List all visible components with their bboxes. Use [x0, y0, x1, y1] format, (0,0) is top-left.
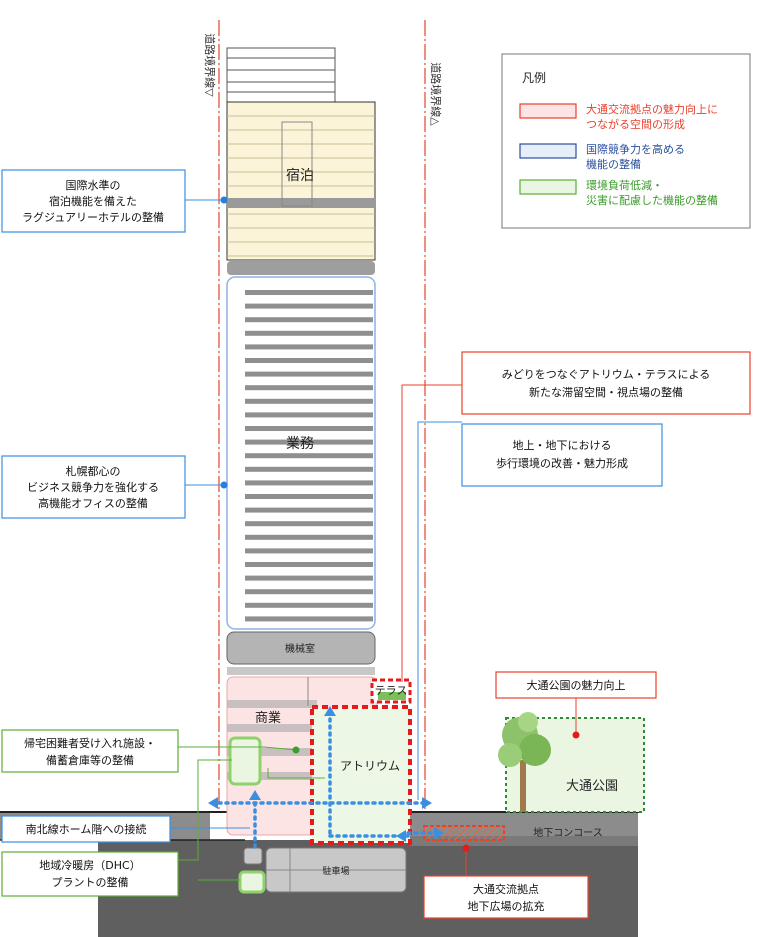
- office-floor-band: [245, 507, 373, 513]
- office-floor-band: [245, 480, 373, 486]
- office-label: 業務: [286, 436, 314, 452]
- callout-shelter-line2: 備蓄倉庫等の整備: [46, 753, 134, 767]
- office-floor-band: [245, 575, 373, 581]
- office-floor-band: [245, 344, 373, 350]
- machine-room-label: 機械室: [285, 642, 315, 655]
- machine-room: 機械室: [226, 631, 376, 675]
- callout-hotel-line1: 国際水準の: [66, 178, 121, 192]
- underground-plaza: 地下コンコース: [423, 825, 603, 841]
- callout-subway: 南北線ホーム階への接続: [1, 815, 171, 843]
- legend-item-red: 大通交流拠点の魅力向上に つながる空間の形成: [519, 102, 718, 131]
- callout-walkway-line2: 歩行環境の改善・魅力形成: [496, 456, 628, 470]
- callout-office-line2: ビジネス競争力を強化する: [27, 480, 159, 494]
- office-floor-band: [245, 548, 373, 554]
- hotel-label: 宿泊: [286, 167, 314, 184]
- right-boundary-label: 道路境界線△: [429, 62, 443, 126]
- parking-label: 駐車場: [322, 865, 349, 877]
- parking-block: 駐車場: [243, 847, 407, 893]
- callout-office-line3: 高機能オフィスの整備: [38, 496, 148, 510]
- callout-dhc-line2: プラントの整備: [52, 875, 129, 889]
- callout-plaza-line1: 大通交流拠点: [473, 882, 539, 896]
- legend-item-red-line1: 大通交流拠点の魅力向上に: [586, 102, 718, 116]
- road-boundary-lines: 道路境界線▽ 道路境界線△: [203, 20, 443, 810]
- callout-walkway: 地上・地下における 歩行環境の改善・魅力形成: [461, 423, 663, 487]
- callout-plaza: 大通交流拠点 地下広場の拡充: [423, 875, 589, 919]
- office-floor-band: [245, 426, 373, 431]
- office-floor-band: [245, 290, 373, 295]
- legend-title: 凡例: [522, 71, 546, 85]
- legend-item-green-line2: 災害に配慮した機能の整備: [586, 193, 718, 207]
- office-floor-band: [245, 494, 373, 499]
- callout-plaza-line2: 地下広場の拡充: [468, 899, 545, 913]
- park-label: 大通公園: [566, 779, 618, 794]
- callout-atrium: みどりをつなぐアトリウム・テラスによる 新たな滞留空間・視点場の整備: [461, 351, 751, 415]
- commercial-label: 商業: [255, 710, 281, 726]
- office-floor-band: [245, 602, 373, 608]
- callout-atrium-line2: 新たな滞留空間・視点場の整備: [529, 385, 683, 399]
- office-floor-band: [245, 412, 373, 418]
- hotel-block: 宿泊: [226, 101, 376, 275]
- office-block: 業務: [226, 276, 376, 630]
- office-floor-band: [245, 330, 373, 336]
- office-floor-band: [245, 466, 373, 472]
- legend-item-blue-line2: 機能の整備: [586, 157, 641, 171]
- atrium-label: アトリウム: [340, 759, 400, 773]
- left-boundary-label: 道路境界線▽: [203, 33, 217, 97]
- office-floor-band: [245, 562, 373, 567]
- office-floor-band: [245, 385, 373, 391]
- office-floor-band: [245, 439, 373, 445]
- shelter-storage: [228, 736, 266, 894]
- office-floor-band: [245, 303, 373, 309]
- terrace-label: テラス: [375, 684, 408, 697]
- rooftop-structure: [226, 47, 336, 103]
- office-floor-band: [245, 521, 373, 527]
- callout-hotel-line2: 宿泊機能を備えた: [49, 194, 137, 208]
- office-floor-band: [245, 317, 373, 323]
- callout-shelter-line1: 帰宅困難者受け入れ施設・: [24, 736, 156, 750]
- office-floor-band: [245, 371, 373, 377]
- callout-atrium-line1: みどりをつなぐアトリウム・テラスによる: [502, 368, 710, 381]
- concourse-label: 地下コンコース: [533, 826, 603, 839]
- arrow-heads: [208, 706, 444, 842]
- leader-lines: [170, 196, 580, 881]
- callout-shelter: 帰宅困難者受け入れ施設・ 備蓄倉庫等の整備: [1, 729, 179, 773]
- callout-park-line1: 大通公園の魅力向上: [527, 678, 626, 692]
- office-floor-band: [245, 358, 373, 363]
- callout-dhc: 地域冷暖房（DHC） プラントの整備: [1, 851, 179, 897]
- callout-hotel-line3: ラグジュアリーホテルの整備: [22, 210, 164, 224]
- odori-park: 大通公園: [498, 712, 645, 813]
- legend-item-blue: 国際競争力を高める 機能の整備: [519, 142, 685, 171]
- callout-park: 大通公園の魅力向上: [495, 671, 657, 699]
- legend-item-red-line2: つながる空間の形成: [586, 117, 685, 131]
- callout-walkway-line1: 地上・地下における: [513, 439, 612, 452]
- callout-hotel: 国際水準の 宿泊機能を備えた ラグジュアリーホテルの整備: [1, 169, 186, 233]
- office-floor-band: [245, 398, 373, 404]
- office-floor-band: [245, 453, 373, 459]
- legend: 凡例 大通交流拠点の魅力向上に つながる空間の形成 国際競争力を高める 機能の整…: [501, 53, 751, 229]
- office-floor-band: [245, 534, 373, 540]
- callout-office-line1: 札幌都心の: [66, 464, 121, 478]
- office-floor-band: [245, 589, 373, 595]
- legend-item-green: 環境負荷低減・ 災害に配慮した機能の整備: [519, 178, 718, 207]
- callout-dhc-line1: 地域冷暖房（DHC）: [39, 859, 140, 872]
- legend-item-green-line1: 環境負荷低減・: [586, 178, 663, 192]
- legend-item-blue-line1: 国際競争力を高める: [586, 142, 685, 156]
- office-floor-bands: [245, 290, 373, 622]
- hotel-floor-lines: [227, 115, 375, 257]
- callout-subway-line1: 南北線ホーム階への接続: [26, 822, 147, 836]
- office-floor-band: [245, 616, 373, 622]
- tree-icon: [498, 712, 551, 812]
- callout-office: 札幌都心の ビジネス競争力を強化する 高機能オフィスの整備: [1, 455, 186, 519]
